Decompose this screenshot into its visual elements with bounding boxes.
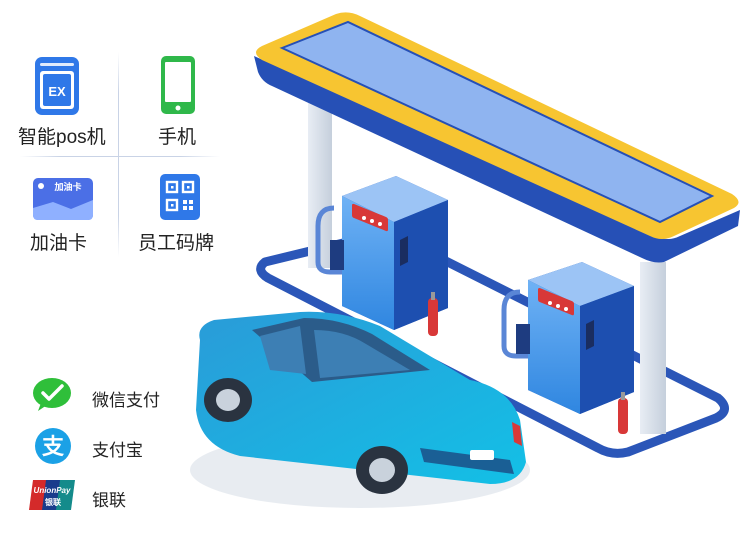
method-label-phone: 手机 <box>158 127 197 148</box>
canopy-underside <box>254 56 740 263</box>
pos-icon-text: EX <box>48 84 66 99</box>
alipay-icon: 支 <box>34 427 72 470</box>
car-illustration <box>190 311 530 508</box>
method-label-fuel-card: 加油卡 <box>30 233 88 254</box>
fuel-card-icon: 加油卡 <box>33 178 93 225</box>
wechat-pay-icon <box>32 376 72 417</box>
method-label-pos: 智能pos机 <box>18 127 106 148</box>
qr-code-icon <box>160 174 200 225</box>
fuel-pump-left <box>315 176 448 336</box>
fuel-pump-right <box>501 262 634 434</box>
unionpay-icon: UnionPay 银联 <box>29 480 77 515</box>
unionpay-icon-text: UnionPay <box>34 486 71 495</box>
payment-label-wechat: 微信支付 <box>92 391 160 410</box>
grid-divider-horizontal <box>20 156 220 157</box>
payment-label-alipay: 支付宝 <box>92 441 143 460</box>
mobile-phone-icon <box>160 55 196 120</box>
fuel-card-icon-text: 加油卡 <box>53 181 81 193</box>
alipay-icon-text: 支 <box>42 435 65 460</box>
payment-label-unionpay: 银联 <box>92 491 126 510</box>
canopy-pillar-right <box>640 262 666 434</box>
method-label-staff-qr: 员工码牌 <box>138 233 215 254</box>
grid-divider-vertical <box>118 52 119 257</box>
unionpay-icon-subtext: 银联 <box>44 497 61 507</box>
pos-terminal-icon: EX <box>34 56 80 121</box>
